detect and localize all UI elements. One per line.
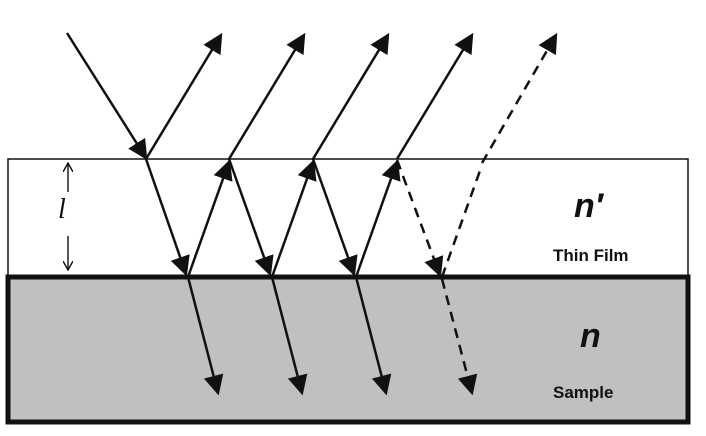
reflected-rays	[144, 32, 474, 160]
thin-film-label: Thin Film	[553, 246, 629, 265]
reflected-ray-4	[395, 32, 474, 160]
film-ray-up-3	[354, 159, 401, 278]
transmitted-ray-3	[354, 276, 392, 396]
sample-layer	[5, 274, 691, 425]
film-ray-down-3	[311, 158, 358, 277]
film-ray-down-2	[227, 158, 274, 277]
incident-ray	[65, 32, 148, 161]
thickness-label: l	[58, 194, 66, 225]
film-ray-up-1	[186, 159, 233, 278]
film-ray-up-2	[270, 159, 317, 278]
sample-label: Sample	[553, 383, 614, 402]
reflected-ray-3	[311, 32, 390, 160]
reflected-ray-2	[227, 32, 306, 160]
film-refractive-index-label: n′	[574, 187, 603, 225]
dashed-transmitted-ray	[440, 278, 478, 396]
dashed-rays	[395, 32, 558, 396]
film-ray-down-1	[144, 158, 190, 277]
dashed-reflected-ray	[480, 32, 558, 164]
transmitted-rays	[186, 276, 392, 396]
internal-rays	[144, 158, 401, 278]
dashed-film-ray-down	[395, 159, 444, 278]
reflected-ray-1	[144, 32, 223, 160]
dashed-film-ray-up	[440, 164, 484, 278]
sample-refractive-index-label: n	[580, 317, 601, 355]
transmitted-ray-2	[270, 276, 308, 396]
transmitted-ray-1	[186, 276, 224, 396]
